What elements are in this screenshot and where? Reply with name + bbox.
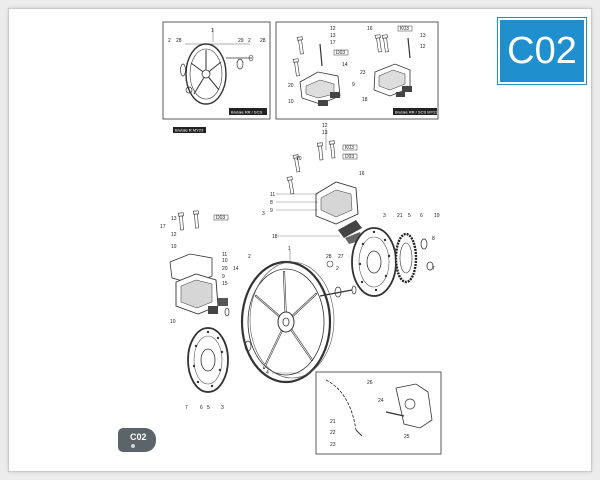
callout-19: 19: [171, 244, 177, 250]
callout-12c: 12: [322, 123, 328, 129]
left-brake-disc: 7 6 5 3: [185, 327, 229, 411]
callout-9: 9: [352, 82, 355, 88]
tag-d03-center: D03: [345, 154, 354, 160]
callout-11b: 11: [222, 252, 227, 258]
callout-20: 20: [288, 83, 294, 89]
callout-2c: 2: [248, 254, 251, 260]
callout-13d: 13: [171, 216, 177, 222]
callout-2b: 2: [248, 38, 251, 44]
callout-13c: 13: [322, 130, 328, 136]
callout-2: 2: [168, 38, 171, 44]
callout-17b: 17: [160, 224, 166, 230]
callout-14b: 14: [233, 266, 239, 272]
inset-caliper: D03 K03 Brutale RR / SCS MY23 12 13 17 1…: [275, 21, 438, 120]
callout-16c: 16: [359, 171, 365, 177]
callout-2d: 2: [336, 266, 339, 272]
callout-16: 16: [367, 26, 373, 32]
callout-24: 24: [378, 398, 384, 404]
callout-3: 3: [262, 211, 265, 217]
inset-wheel: Brutale RR / SCS 1 2 28 29 2 28: [162, 21, 271, 120]
inset-caliper-label: Brutale RR / SCS MY23: [395, 110, 438, 115]
right-disc-sprocket: 3 21 5 6 19 8 7: [351, 213, 440, 297]
callout-10d: 10: [222, 258, 228, 264]
callout-7: 7: [185, 405, 188, 411]
section-code-badge: C02: [497, 17, 587, 85]
callout-23b: 23: [330, 442, 336, 448]
callout-19b: 19: [434, 213, 440, 219]
callout-28: 28: [176, 38, 182, 44]
callout-27: 27: [338, 254, 344, 260]
footer-code-tag: C02: [118, 428, 156, 452]
callout-29: 29: [238, 38, 244, 44]
callout-6: 6: [200, 405, 203, 411]
tag-d03-left: D03: [216, 215, 225, 221]
callout-13b: 13: [420, 33, 426, 39]
callout-25: 25: [404, 434, 410, 440]
callout-18: 18: [362, 97, 368, 103]
callout-9c: 9: [270, 208, 273, 214]
inset-sensor: 26 24 21 22 23 25: [315, 371, 442, 455]
callout-15: 15: [222, 281, 228, 287]
callout-12d: 12: [171, 232, 177, 238]
left-caliper-assembly: D03 17 13 12 19 11 10 20 14 9 15 10: [160, 210, 239, 325]
callout-10: 10: [288, 99, 294, 105]
callout-21b: 21: [330, 419, 336, 425]
callout-3c: 3: [383, 213, 386, 219]
callout-26: 26: [367, 380, 373, 386]
callout-12: 12: [330, 26, 336, 32]
callout-10e: 10: [170, 319, 176, 325]
main-wheel: 1 2 28 27 2 4: [224, 246, 357, 384]
callout-8: 8: [270, 200, 273, 206]
callout-9d: 9: [222, 274, 225, 280]
callout-11: 11: [270, 192, 275, 198]
callout-17: 17: [330, 40, 336, 46]
inset-wheel-label: Brutale RR / SCS: [231, 110, 262, 115]
callout-4: 4: [266, 370, 269, 376]
callout-8b: 8: [432, 236, 435, 242]
callout-6b: 6: [420, 213, 423, 219]
callout-21: 21: [397, 213, 403, 219]
footer-dot: [131, 444, 135, 448]
callout-3b: 3: [221, 405, 224, 411]
callout-1: 1: [211, 28, 214, 34]
callout-14: 14: [342, 62, 348, 68]
callout-1b: 1: [288, 246, 291, 252]
section-code-text: C02: [507, 29, 577, 72]
main-label: Brutale R MY23: [175, 128, 204, 133]
callout-5: 5: [207, 405, 210, 411]
callout-28b: 28: [260, 38, 266, 44]
front-caliper-assembly: K03 D03 12 13 10 16 11 8 9 3 18: [262, 123, 365, 244]
callout-28c: 28: [326, 254, 332, 260]
footer-code-text: C02: [130, 432, 147, 442]
main-label-bg: [173, 127, 206, 133]
callout-7b: 7: [432, 266, 435, 272]
callout-22: 22: [330, 430, 336, 436]
callout-18c: 18: [272, 234, 278, 240]
callout-23: 23: [360, 70, 366, 76]
callout-10c: 10: [296, 156, 302, 162]
tag-k03-center: K03: [345, 145, 354, 151]
callout-13: 13: [330, 33, 336, 39]
callout-12b: 12: [420, 44, 426, 50]
callout-5b: 5: [408, 213, 411, 219]
tag-k03-inset: K03: [400, 26, 409, 32]
tag-d03-inset: D03: [336, 50, 345, 56]
callout-20b: 20: [222, 266, 228, 272]
